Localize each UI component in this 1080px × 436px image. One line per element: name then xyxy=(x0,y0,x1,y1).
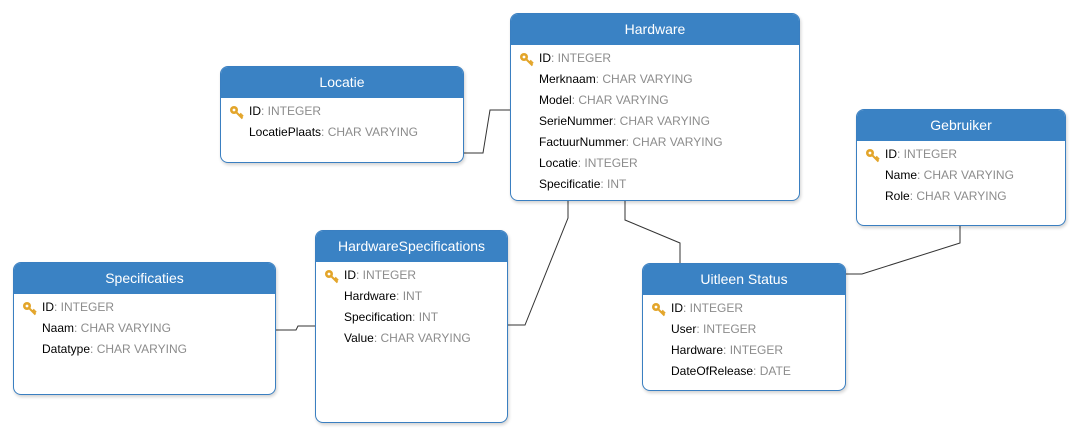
field-factuurnummer: FactuurNummer: CHAR VARYING xyxy=(511,132,799,153)
field-name: LocatiePlaats xyxy=(249,125,322,139)
field-specificatie: Specificatie: INT xyxy=(511,174,799,195)
key-icon xyxy=(23,302,37,316)
field-type: : CHAR VARYING xyxy=(90,342,187,356)
field-list: ID: INTEGER Name: CHAR VARYING Role: CHA… xyxy=(857,141,1065,207)
field-type: : CHAR VARYING xyxy=(321,125,418,139)
field-name: Datatype xyxy=(42,342,91,356)
entity-specificaties[interactable]: Specificaties ID: INTEGER Naam: CHAR VAR… xyxy=(13,262,276,395)
field-type: : INTEGER xyxy=(696,322,757,336)
field-value: Value: CHAR VARYING xyxy=(316,328,507,349)
field-name: Role xyxy=(885,189,910,203)
field-model: Model: CHAR VARYING xyxy=(511,90,799,111)
field-type: : INT xyxy=(396,289,423,303)
field-type: : CHAR VARYING xyxy=(373,331,471,345)
field-name: ID xyxy=(885,147,897,161)
entity-header: Locatie xyxy=(221,67,463,98)
field-type: : INTEGER xyxy=(577,156,638,170)
field-role: Role: CHAR VARYING xyxy=(857,186,1065,207)
field-name: ID xyxy=(539,51,551,65)
field-name: Specificatie xyxy=(539,177,601,191)
field-hardware: Hardware: INTEGER xyxy=(643,340,845,361)
field-locatieplaats: LocatiePlaats: CHAR VARYING xyxy=(221,122,463,143)
key-icon xyxy=(866,149,880,163)
field-specification: Specification: INT xyxy=(316,307,507,328)
field-type: : INTEGER xyxy=(54,300,115,314)
entity-locatie[interactable]: Locatie ID: INTEGER LocatiePlaats: CHAR … xyxy=(220,66,464,163)
field-name: ID xyxy=(42,300,54,314)
entity-gebruiker[interactable]: Gebruiker ID: INTEGER Name: CHAR VARYING… xyxy=(856,109,1066,226)
field-id: ID: INTEGER xyxy=(857,144,1065,165)
field-type: : INTEGER xyxy=(897,147,958,161)
key-icon xyxy=(652,303,666,317)
field-name: Model xyxy=(539,93,572,107)
field-list: ID: INTEGER Merknaam: CHAR VARYING Model… xyxy=(511,45,799,195)
field-type: : INTEGER xyxy=(551,51,612,65)
link-hardware-hardwarespecifications xyxy=(508,200,569,326)
field-id: ID: INTEGER xyxy=(316,265,507,286)
field-name: Locatie xyxy=(539,156,578,170)
field-name: SerieNummer xyxy=(539,114,614,128)
field-name: Hardware xyxy=(671,343,724,357)
field-type: : CHAR VARYING xyxy=(571,93,669,107)
field-id: ID: INTEGER xyxy=(221,101,463,122)
entity-hardware[interactable]: Hardware ID: INTEGER Merknaam: CHAR VARY… xyxy=(510,13,800,201)
field-type: : INTEGER xyxy=(683,301,744,315)
field-name: Name: CHAR VARYING xyxy=(857,165,1065,186)
entity-header: Gebruiker xyxy=(857,110,1065,141)
field-serienummer: SerieNummer: CHAR VARYING xyxy=(511,111,799,132)
key-icon xyxy=(520,53,534,67)
field-type: : INT xyxy=(412,310,439,324)
field-hardware: Hardware: INT xyxy=(316,286,507,307)
link-hardware-uitleenstatus xyxy=(624,200,681,263)
key-icon xyxy=(230,106,244,120)
field-type: : INTEGER xyxy=(356,268,417,282)
key-icon xyxy=(325,270,339,284)
field-name: User xyxy=(671,322,697,336)
link-locatie-hardware xyxy=(463,109,511,154)
field-type: : CHAR VARYING xyxy=(909,189,1007,203)
field-type: : CHAR VARYING xyxy=(613,114,710,128)
field-name: Hardware xyxy=(344,289,397,303)
field-type: : INTEGER xyxy=(723,343,784,357)
field-merknaam: Merknaam: CHAR VARYING xyxy=(511,69,799,90)
field-naam: Naam: CHAR VARYING xyxy=(14,318,275,339)
field-id: ID: INTEGER xyxy=(643,298,845,319)
entity-header: Hardware xyxy=(511,14,799,45)
field-datatype: Datatype: CHAR VARYING xyxy=(14,339,275,360)
field-name: Name xyxy=(885,168,918,182)
field-type: : CHAR VARYING xyxy=(917,168,1014,182)
entity-header: Specificaties xyxy=(14,263,275,294)
field-list: ID: INTEGER LocatiePlaats: CHAR VARYING xyxy=(221,98,463,143)
field-list: ID: INTEGER Naam: CHAR VARYING Datatype:… xyxy=(14,294,275,360)
entity-uitleenstatus[interactable]: Uitleen Status ID: INTEGER User: INTEGER… xyxy=(642,263,846,391)
field-type: : CHAR VARYING xyxy=(625,135,723,149)
field-type: : CHAR VARYING xyxy=(74,321,171,335)
entity-hardwarespecifications[interactable]: HardwareSpecifications ID: INTEGER Hardw… xyxy=(315,230,508,423)
field-name: ID xyxy=(671,301,683,315)
field-name: Merknaam xyxy=(539,72,596,86)
field-type: : CHAR VARYING xyxy=(595,72,693,86)
field-name: DateOfRelease xyxy=(671,364,754,378)
field-name: ID xyxy=(249,104,261,118)
link-gebruiker-uitleenstatus xyxy=(845,225,961,275)
entity-header: Uitleen Status xyxy=(643,264,845,295)
field-type: : INT xyxy=(600,177,627,191)
field-user: User: INTEGER xyxy=(643,319,845,340)
field-list: ID: INTEGER User: INTEGER Hardware: INTE… xyxy=(643,295,845,382)
field-type: : DATE xyxy=(753,364,791,378)
field-name: ID xyxy=(344,268,356,282)
field-name: Naam xyxy=(42,321,75,335)
field-type: : INTEGER xyxy=(261,104,322,118)
field-id: ID: INTEGER xyxy=(511,48,799,69)
field-name: Specification xyxy=(344,310,413,324)
entity-header: HardwareSpecifications xyxy=(316,231,507,262)
link-specificaties-hardwarespecifications xyxy=(276,325,316,331)
field-list: ID: INTEGER Hardware: INT Specification:… xyxy=(316,262,507,349)
field-name: Value xyxy=(344,331,374,345)
field-dateofrelease: DateOfRelease: DATE xyxy=(643,361,845,382)
field-id: ID: INTEGER xyxy=(14,297,275,318)
field-name: FactuurNummer xyxy=(539,135,626,149)
field-locatie: Locatie: INTEGER xyxy=(511,153,799,174)
